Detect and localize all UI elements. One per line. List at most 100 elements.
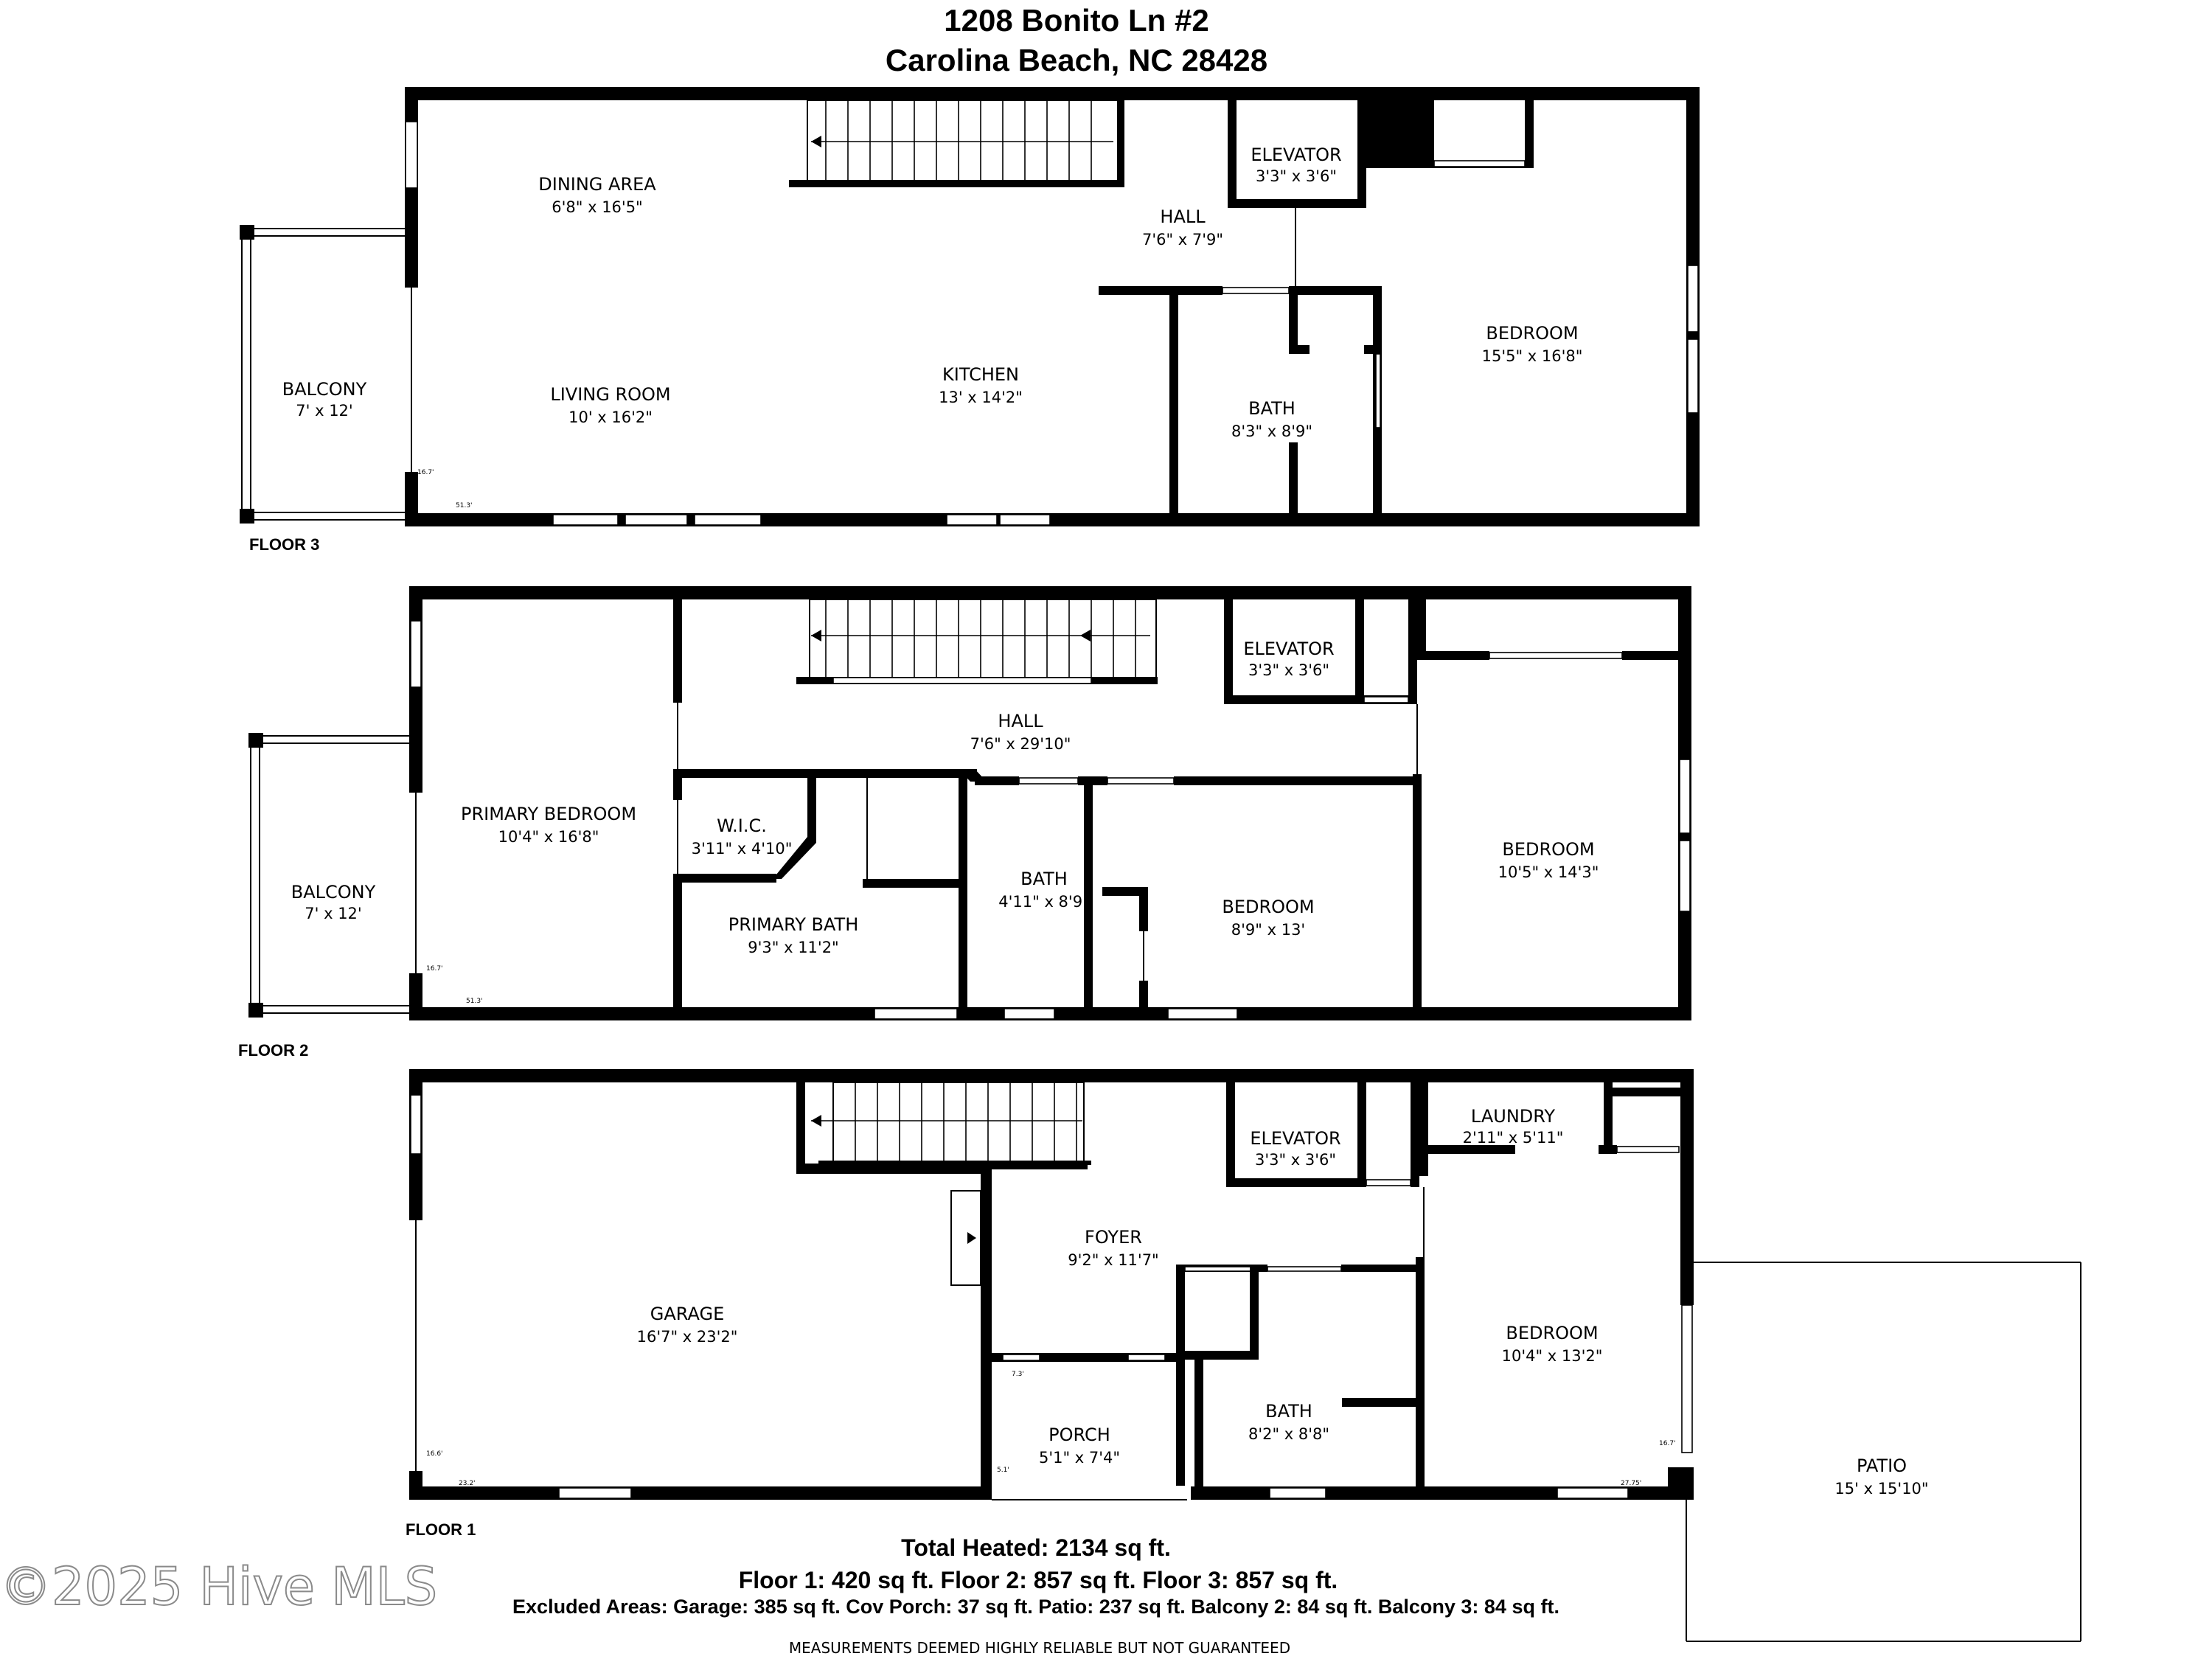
f1-measure-bedroom-right: 16.7' <box>1659 1440 1676 1447</box>
disclaimer: MEASUREMENTS DEEMED HIGHLY RELIABLE BUT … <box>789 1639 1290 1657</box>
floor-3-plan <box>405 87 1700 526</box>
f2-window-bottom-2 <box>1004 1008 1055 1020</box>
f2-primary-bath-dims: 9'3" x 11'2" <box>748 939 838 956</box>
f1-bedroom-dims: 10'4" x 13'2" <box>1502 1347 1603 1365</box>
f1-foyer-dims: 9'2" x 11'7" <box>1068 1251 1158 1269</box>
f3-bath-name: BATH <box>1248 398 1295 419</box>
f3-closet-door <box>1433 160 1526 167</box>
f1-patio-dims: 15' x 15'10" <box>1834 1480 1928 1498</box>
f3-chase <box>1366 100 1425 168</box>
f2-bedroom-right-name: BEDROOM <box>1502 839 1594 860</box>
f3-stairs <box>789 100 1124 187</box>
f1-window-left <box>410 1094 422 1155</box>
f1-porch-dims: 5'1" x 7'4" <box>1039 1449 1120 1467</box>
f1-measure-garage-left: 16.6' <box>426 1450 443 1458</box>
f3-window-bottom-4 <box>946 514 998 526</box>
f2-primary-bath-name: PRIMARY BATH <box>728 914 859 935</box>
f3-bedroom-name: BEDROOM <box>1486 323 1578 344</box>
excluded-areas: Excluded Areas: Garage: 385 sq ft. Cov P… <box>512 1596 1559 1618</box>
f1-garage-dims: 16'7" x 23'2" <box>637 1328 738 1346</box>
f2-measure-left: 16.7' <box>426 965 443 973</box>
f3-balcony-dims: 7' x 12' <box>296 402 352 420</box>
f3-window-left-top <box>405 121 418 189</box>
f3-bath-door <box>1222 287 1290 294</box>
f1-foyer-name: FOYER <box>1085 1227 1142 1248</box>
f1-elevator-name: ELEVATOR <box>1250 1128 1340 1149</box>
f2-wic-dims: 3'11" x 4'10" <box>692 840 793 858</box>
floor-2-plan <box>409 586 1691 1020</box>
f2-measure-bottom: 51.3' <box>466 998 483 1005</box>
f3-elevator-wall-right <box>1357 100 1366 208</box>
f2-wic-name: W.I.C. <box>717 815 767 836</box>
f2-primary-bedroom-name: PRIMARY BEDROOM <box>461 804 636 824</box>
f3-window-bottom-1 <box>552 514 619 526</box>
f1-elevator-dims: 3'3" x 3'6" <box>1255 1151 1336 1169</box>
f2-bedroom-mid-name: BEDROOM <box>1222 897 1314 917</box>
f3-window-right-2 <box>1687 338 1699 414</box>
f2-bedroom-mid-dims: 8'9" x 13' <box>1231 921 1305 939</box>
f3-kitchen-hall-wall <box>1099 286 1222 295</box>
f2-elevator-dims: 3'3" x 3'6" <box>1248 661 1329 679</box>
f2-window-bottom-1 <box>874 1008 958 1020</box>
f3-wall-top <box>405 87 1700 100</box>
f1-patio-name: PATIO <box>1857 1455 1907 1476</box>
f2-balcony-name: BALCONY <box>291 882 376 902</box>
f3-elevator-dims: 3'3" x 3'6" <box>1256 167 1337 185</box>
f3-dining-dims: 6'8" x 16'5" <box>552 198 642 216</box>
f3-bath-wall-left <box>1169 286 1178 526</box>
address-line-1: 1208 Bonito Ln #2 <box>944 3 1208 38</box>
f3-measure-left: 16.7' <box>417 469 434 476</box>
f3-hall-dims: 7'6" x 7'9" <box>1142 231 1223 248</box>
floor-1-plan <box>409 1069 1694 1500</box>
f3-balcony-name: BALCONY <box>282 379 367 400</box>
f2-primary-bedroom-dims: 10'4" x 16'8" <box>498 828 599 846</box>
f1-window-garage <box>558 1487 632 1499</box>
f2-window-left <box>410 620 422 688</box>
f3-window-bottom-3 <box>694 514 762 526</box>
f3-closet-wall-left <box>1425 100 1434 168</box>
f3-elevator-wall-left <box>1228 100 1237 208</box>
f1-laundry-name: LAUNDRY <box>1471 1106 1555 1127</box>
f3-bath-dims: 8'3" x 8'9" <box>1231 422 1312 440</box>
f3-kitchen-name: KITCHEN <box>942 364 1019 385</box>
f1-measure-garage-bottom: 23.2' <box>459 1480 476 1487</box>
f3-bedroom-dims: 15'5" x 16'8" <box>1482 347 1583 365</box>
f2-elevator-name: ELEVATOR <box>1243 639 1334 659</box>
address-line-2: Carolina Beach, NC 28428 <box>886 43 1267 77</box>
f2-hall-name: HALL <box>998 711 1043 731</box>
f1-porch-name: PORCH <box>1048 1425 1110 1445</box>
f3-window-bottom-2 <box>625 514 688 526</box>
f2-bath-name: BATH <box>1020 869 1068 889</box>
f2-balcony <box>248 733 409 1018</box>
f1-bedroom-name: BEDROOM <box>1506 1323 1598 1343</box>
f3-dining-name: DINING AREA <box>538 174 656 195</box>
f1-measure-porch-left: 5.1' <box>997 1467 1009 1474</box>
f1-laundry-dims: 2'11" x 5'11" <box>1463 1129 1564 1147</box>
f1-window-bath <box>1269 1487 1326 1499</box>
f3-balcony <box>240 225 405 524</box>
floor-areas: Floor 1: 420 sq ft. Floor 2: 857 sq ft. … <box>739 1567 1338 1593</box>
f2-balcony-dims: 7' x 12' <box>305 905 361 922</box>
f1-garage-name: GARAGE <box>650 1304 724 1324</box>
f3-window-right-1 <box>1687 265 1699 333</box>
f2-bath-dims: 4'11" x 8'9" <box>998 893 1089 911</box>
f2-window-right-2 <box>1679 840 1691 912</box>
f2-window-bottom-3 <box>1167 1008 1238 1020</box>
f1-bath-name: BATH <box>1265 1401 1312 1422</box>
f2-hall-dims: 7'6" x 29'10" <box>970 735 1071 753</box>
floor-3-label: FLOOR 3 <box>249 535 319 554</box>
f1-stairs <box>796 1082 1091 1174</box>
f3-elevator-name: ELEVATOR <box>1251 145 1341 165</box>
f1-window-bedroom <box>1557 1487 1629 1499</box>
total-heated: Total Heated: 2134 sq ft. <box>901 1534 1171 1561</box>
floor-2-label: FLOOR 2 <box>238 1041 308 1060</box>
watermark: ©2025 Hive MLS <box>0 1557 437 1617</box>
f3-elevator-wall-bottom <box>1228 199 1366 208</box>
f3-closet-wall-right <box>1525 100 1534 168</box>
f2-window-right-1 <box>1679 759 1691 834</box>
f3-kitchen-dims: 13' x 14'2" <box>939 389 1023 406</box>
f3-window-bottom-5 <box>999 514 1051 526</box>
f2-stairs <box>796 599 1158 684</box>
f1-measure-porch-top: 7.3' <box>1012 1371 1024 1378</box>
